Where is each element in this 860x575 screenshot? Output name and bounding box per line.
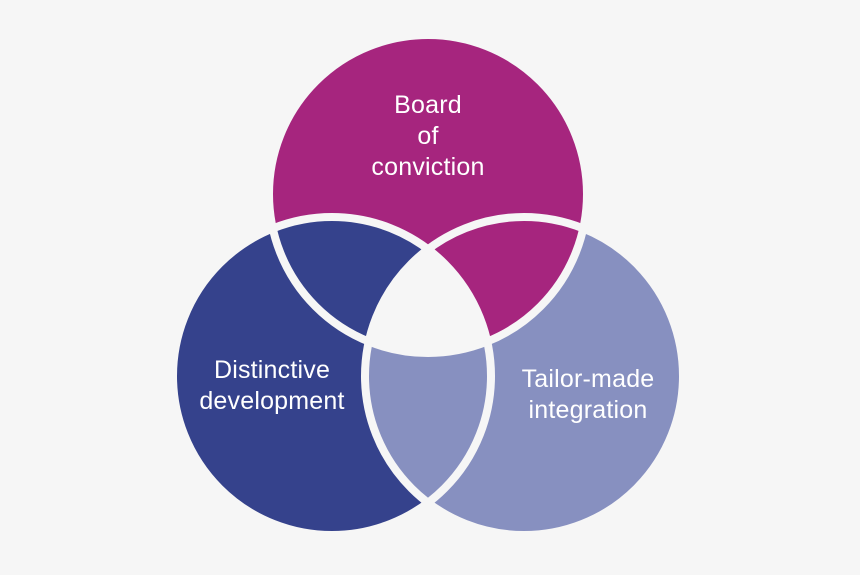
- circle-outlines: [169, 31, 687, 539]
- label-tailor-made-integration: Tailor-made integration: [522, 365, 655, 424]
- label-line: integration: [529, 396, 648, 424]
- outline-board-of-conviction: [265, 31, 591, 357]
- label-line: Board: [394, 91, 462, 119]
- overlap-all-three: [365, 217, 491, 353]
- label-line: conviction: [371, 153, 484, 181]
- label-line: development: [199, 387, 344, 415]
- circle-labels: Board of conviction Distinctive development…: [199, 91, 654, 424]
- outline-tailor-made-integration: [361, 213, 687, 539]
- center-intersection: [365, 217, 491, 353]
- label-board-of-conviction: Board of conviction: [371, 91, 484, 181]
- label-line: Distinctive: [214, 356, 330, 384]
- label-distinctive-development: Distinctive development: [199, 356, 344, 415]
- label-line: of: [417, 122, 438, 150]
- outline-distinctive-development: [169, 213, 495, 539]
- label-line: Tailor-made: [522, 365, 655, 393]
